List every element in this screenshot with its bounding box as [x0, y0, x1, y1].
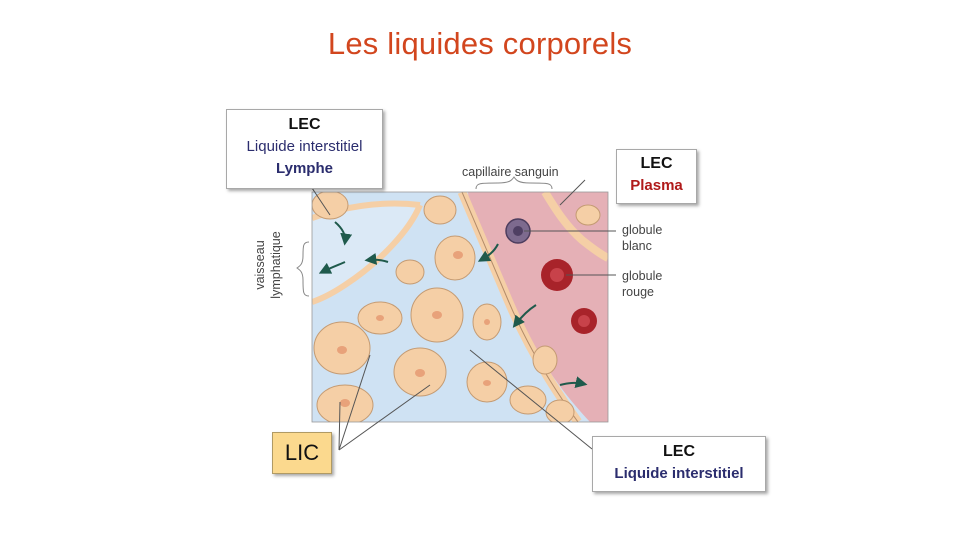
flow-arrows [318, 221, 588, 389]
lymph-callout-subtitle: Liquide interstitiel [246, 138, 363, 155]
plasma-callout: LEC Plasma [616, 149, 697, 204]
lymph-vessel-label-line1: vaisseau [253, 240, 267, 290]
lic-callout: LIC [272, 432, 332, 474]
capillary-label: capillaire sanguin [462, 165, 559, 179]
lymph-vessel-label: vaisseau lymphatique [252, 230, 284, 300]
lymph-callout-heading: LEC [288, 116, 321, 133]
red-cell-label-line2: rouge [622, 285, 654, 299]
interstitial-callout-detail: Liquide interstitiel [614, 465, 744, 482]
capillary-brace [475, 176, 553, 190]
white-cell-label-line1: globule [622, 223, 663, 237]
lymphatic-vessel [312, 203, 420, 302]
capillary-plasma [468, 192, 608, 422]
interstitial-callout: LEC Liquide interstitiel [592, 436, 766, 492]
leader-lines [309, 179, 616, 451]
plasma-callout-detail: Plasma [630, 177, 683, 194]
interstitial-callout-heading: LEC [663, 443, 695, 460]
page-title: Les liquides corporels [327, 26, 633, 61]
lymph-vessel-label-line2: lymphatique [269, 231, 283, 299]
lymph-callout: LEC Liquide interstitiel Lymphe [226, 109, 383, 189]
white-cell-label: globule blanc [622, 222, 662, 254]
plasma-callout-heading: LEC [640, 155, 673, 172]
white-cell-label-line2: blanc [622, 239, 652, 253]
lymph-callout-detail: Lymphe [276, 160, 333, 177]
red-cell-label-line1: globule [622, 269, 663, 283]
lymphatic-brace [296, 241, 310, 297]
red-cell-label: globule rouge [622, 268, 662, 300]
